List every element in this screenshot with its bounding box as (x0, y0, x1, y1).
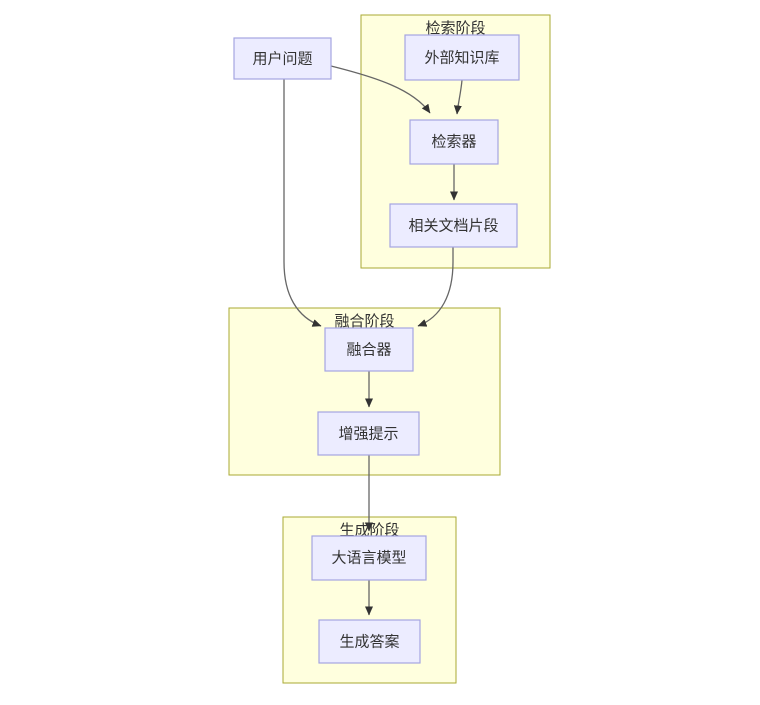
node-doc-fragments: 相关文档片段 (389, 203, 518, 248)
node-retriever: 检索器 (409, 119, 499, 165)
node-external-kb: 外部知识库 (404, 34, 520, 81)
node-answer: 生成答案 (318, 619, 421, 664)
node-llm-box (311, 535, 427, 581)
node-augmented-prompt-box (317, 411, 420, 456)
node-user-question-label: 用户问题 (252, 51, 312, 68)
node-answer-box (318, 619, 421, 664)
node-augmented-prompt-label: 增强提示 (338, 426, 398, 443)
node-llm: 大语言模型 (311, 535, 427, 581)
node-external-kb-box (404, 34, 520, 81)
node-llm-label: 大语言模型 (331, 550, 406, 567)
node-doc-fragments-box (389, 203, 518, 248)
node-answer-label: 生成答案 (339, 633, 399, 651)
cluster-fusion-label: 融合阶段 (334, 313, 394, 330)
edge-user-question-to-fuser (283, 79, 322, 327)
edge-user-question-to-retriever (330, 65, 431, 114)
node-user-question: 用户问题 (233, 37, 332, 80)
cluster-retrieval-label: 检索阶段 (425, 20, 485, 37)
edges (283, 65, 463, 616)
edge-doc-fragments-to-fuser (417, 247, 454, 327)
edge-external-kb-to-retriever (453, 79, 463, 115)
node-augmented-prompt: 增强提示 (317, 411, 420, 456)
node-fuser: 融合器 (324, 327, 414, 372)
node-doc-fragments-label: 相关文档片段 (408, 218, 498, 235)
node-retriever-box (409, 119, 499, 165)
node-fuser-box (324, 327, 414, 372)
node-user-question-box (233, 37, 332, 80)
node-external-kb-label: 外部知识库 (424, 50, 499, 67)
node-fuser-label: 融合器 (346, 342, 391, 359)
node-retriever-label: 检索器 (431, 134, 476, 151)
